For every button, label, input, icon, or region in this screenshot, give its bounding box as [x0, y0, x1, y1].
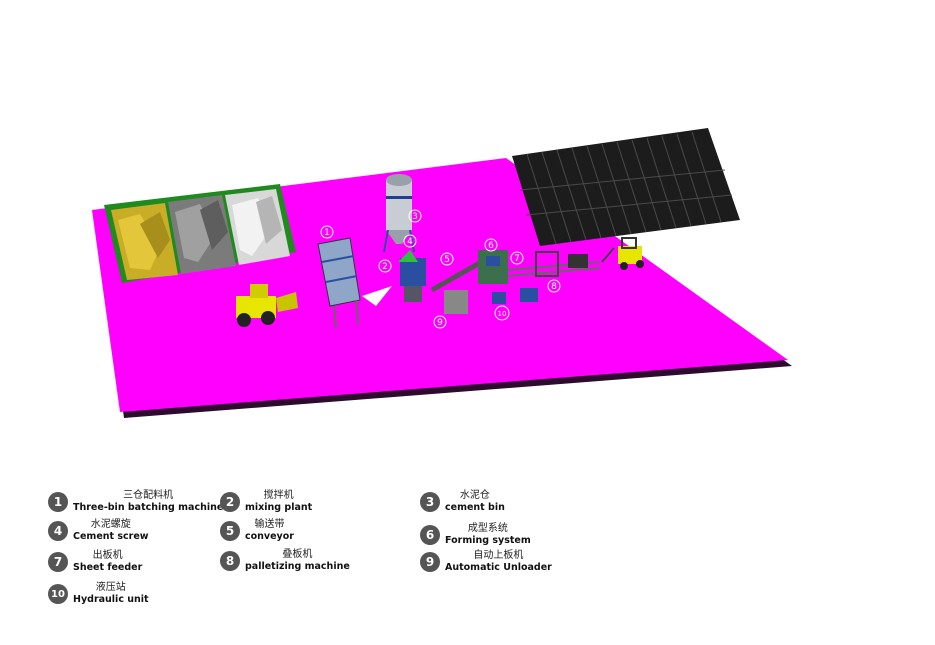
wheel-loader [236, 284, 298, 327]
station-marker-3 [408, 209, 422, 223]
legend-label-en: cement bin [445, 502, 505, 513]
legend-number: 5 [220, 521, 240, 541]
legend-number: 3 [420, 492, 440, 512]
legend-label-cn: 搅拌机 [263, 490, 294, 501]
station-marker-9-label: 9 [437, 318, 443, 328]
forklift [601, 237, 644, 270]
batching-machine [317, 237, 392, 329]
station-marker-7-label: 7 [514, 254, 520, 264]
legend-label-cn: 液压站 [95, 582, 126, 593]
station-marker-10-label: 10 [498, 310, 507, 318]
legend-label-cn: 水泥仓 [459, 490, 490, 501]
legend-label-cn: 成型系统 [467, 523, 508, 534]
station-marker-9 [433, 315, 447, 329]
legend-label-en: Forming system [445, 535, 531, 546]
legend-label-cn: 叠板机 [282, 549, 313, 560]
station-marker-2 [378, 259, 392, 273]
legend-label-cn: 水泥螺旋 [90, 519, 131, 530]
station-marker-6 [484, 238, 498, 252]
forming-and-handling-line [444, 250, 601, 314]
legend-label-en: palletizing machine [245, 561, 350, 572]
legend-label-en: Cement screw [73, 531, 149, 542]
station-marker-5 [440, 252, 454, 266]
legend-label-en: Hydraulic unit [73, 594, 149, 605]
station-marker-8-label: 8 [551, 282, 557, 292]
mixing-plant [398, 250, 426, 302]
legend-label-cn: 输送带 [254, 519, 285, 530]
legend-label-en: Sheet feeder [73, 562, 143, 573]
legend-label-en: mixing plant [245, 502, 313, 513]
legend-label-en: conveyor [245, 531, 294, 542]
station-marker-1-label: 1 [324, 228, 330, 238]
station-marker-3-label: 3 [412, 212, 418, 222]
legend-label-cn: 自动上板机 [473, 550, 524, 561]
legend-label-en: Three-bin batching machine [73, 502, 224, 513]
legend-number: 10 [48, 584, 68, 604]
legend-number: 9 [420, 552, 440, 572]
legend-number: 7 [48, 552, 68, 572]
legend-label-cn: 出板机 [92, 550, 123, 561]
station-marker-2-label: 2 [382, 262, 388, 272]
station-marker-4 [403, 234, 417, 248]
aggregate-storage-bays [104, 184, 296, 283]
legend-label-cn: 三仓配料机 [123, 490, 174, 501]
legend-number: 6 [420, 525, 440, 545]
station-marker-4-label: 4 [407, 237, 413, 247]
station-marker-5-label: 5 [444, 255, 450, 265]
station-marker-7 [510, 251, 524, 265]
legend-label-en: Automatic Unloader [445, 562, 552, 573]
legend-number: 2 [220, 492, 240, 512]
station-marker-8 [547, 279, 561, 293]
station-markers: 1 2 3 4 5 6 7 8 9 10 [320, 209, 561, 329]
legend-number: 4 [48, 521, 68, 541]
station-marker-1 [320, 225, 334, 239]
pallet-stacks [512, 128, 740, 246]
legend-number: 8 [220, 551, 240, 571]
station-marker-10 [494, 305, 510, 321]
station-marker-6-label: 6 [488, 241, 494, 251]
cement-bin [383, 174, 415, 253]
legend-number: 1 [48, 492, 68, 512]
